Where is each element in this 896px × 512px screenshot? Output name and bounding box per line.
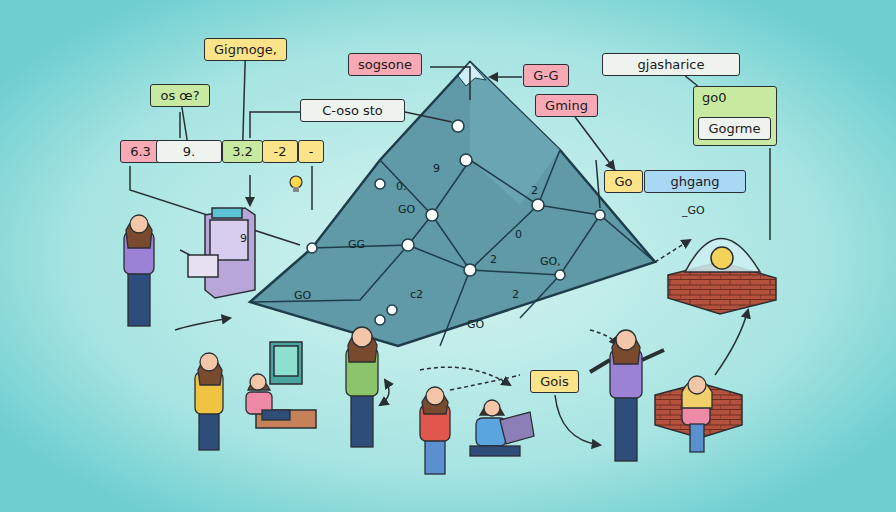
label-box: G-G <box>523 64 569 87</box>
connector <box>575 117 615 170</box>
leader-lines <box>130 67 770 445</box>
box-text: 6.3 <box>129 144 152 159</box>
label-box: - <box>298 140 324 163</box>
dome-pedestal <box>668 239 776 315</box>
pyramid-label: GO <box>294 289 311 302</box>
box-text: Gigmoge, <box>213 42 278 57</box>
box-text: -2 <box>271 144 289 159</box>
pyramid-label: GO <box>398 203 415 216</box>
box-text: Go <box>613 174 634 189</box>
connector <box>182 107 187 140</box>
label-box: os œ? <box>150 84 210 107</box>
label-box: Gogrme <box>698 117 771 140</box>
pyramid-label: 9 <box>240 232 247 245</box>
lightbulb <box>290 176 302 192</box>
pyramid-label: 2 <box>531 184 538 197</box>
box-text: ghgang <box>653 174 737 189</box>
box-text: 9. <box>165 144 213 159</box>
pyramid-label: 2 <box>490 253 497 266</box>
label-box: ghgang <box>644 170 746 193</box>
label-box: 9. <box>156 140 222 163</box>
pyramid-label: GO, <box>540 255 561 268</box>
label-box: Gming <box>535 94 598 117</box>
pyramid <box>250 62 655 346</box>
computer-terminal <box>180 208 255 298</box>
label-box: Gigmoge, <box>204 38 287 61</box>
box-text: - <box>307 144 315 159</box>
connector <box>243 61 245 140</box>
label-box: sogsone <box>348 53 422 76</box>
box-text: Gming <box>544 98 589 113</box>
pyramid-label: 0. <box>396 180 407 193</box>
box-text: Gois <box>539 374 570 389</box>
pyramid-label: 2 <box>512 288 519 301</box>
label-box: Go <box>604 170 643 193</box>
label-box: -2 <box>262 140 298 163</box>
box-text: 3.2 <box>231 144 254 159</box>
box-text: Gogrme <box>707 121 762 136</box>
pyramid-label: _GO <box>682 204 705 217</box>
box-text: sogsone <box>357 57 413 72</box>
box-text: C-oso sto <box>309 103 396 118</box>
people <box>124 215 712 474</box>
label-box: Gois <box>530 370 579 393</box>
label-box: gjasharice <box>602 53 740 76</box>
pyramid-label: 9 <box>433 162 440 175</box>
pyramid-label: 0 <box>515 228 522 241</box>
label-box: go0Gogrme <box>693 86 777 146</box>
pyramid-label: GO <box>467 318 484 331</box>
pyramid-label: c2 <box>410 288 423 301</box>
connector <box>685 76 697 86</box>
box-text: G-G <box>532 68 560 83</box>
pyramid-label: GG <box>348 238 365 251</box>
box-text: go0 <box>702 90 768 105</box>
label-box: 6.3 <box>120 140 161 163</box>
box-text: gjasharice <box>611 57 731 72</box>
label-box: C-oso sto <box>300 99 405 122</box>
label-box: 3.2 <box>222 140 263 163</box>
box-text: os œ? <box>159 88 201 103</box>
